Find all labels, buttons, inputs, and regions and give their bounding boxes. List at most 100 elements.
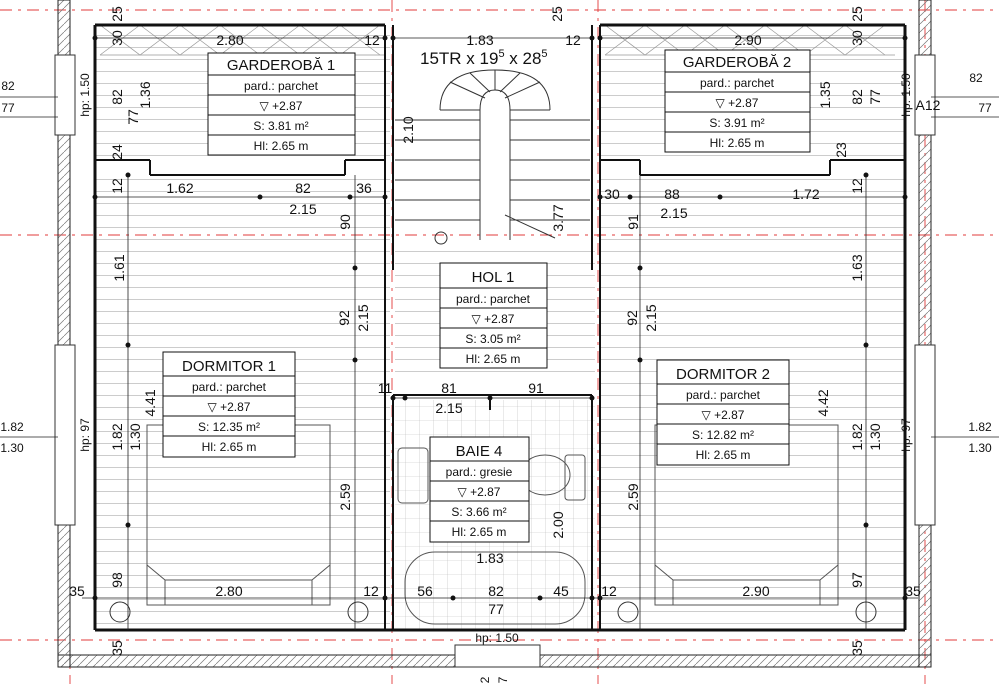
room-level: ▽ +2.87 xyxy=(472,312,515,326)
room-height: Hl: 2.65 m xyxy=(202,440,257,454)
room-floor: pard.: parchet xyxy=(700,76,775,90)
dim-bottom-290: 2.90 xyxy=(742,583,769,599)
room-level: ▽ +2.87 xyxy=(260,99,303,113)
room-name: HOL 1 xyxy=(472,269,515,286)
dim-hol-90: 90 xyxy=(337,214,353,230)
room-level: ▽ +2.87 xyxy=(208,400,251,414)
room-name: BAIE 4 xyxy=(456,443,503,460)
edge-left-82: 82 xyxy=(1,79,15,93)
dim-top-25-left: 25 xyxy=(109,6,125,22)
dim-d2-163: 1.63 xyxy=(849,254,865,281)
vertical-dimension-labels: 25 30 25 25 30 1.36 82 77 1.35 82 77 2.1… xyxy=(78,6,913,683)
dim-g1-136: 1.36 xyxy=(137,81,153,108)
room-garderoba-2: GARDEROBĂ 2 pard.: parchet ▽ +2.87 S: 3.… xyxy=(664,49,811,153)
dim-g2-82: 82 xyxy=(849,89,865,105)
dim-d1-82: 82 xyxy=(295,180,311,196)
dim-d1-36: 36 xyxy=(356,180,372,196)
dim-d2-30: 30 xyxy=(604,186,620,202)
dimension-dots xyxy=(92,35,908,601)
dim-baie-91: 91 xyxy=(528,380,544,396)
dim-g1-gap: 12 xyxy=(364,32,380,48)
room-area: S: 12.35 m² xyxy=(198,420,260,434)
dim-baie-11: 11 xyxy=(378,380,393,396)
dim-bottom-7: 7 xyxy=(496,676,510,683)
bathroom-fixtures xyxy=(397,447,586,625)
room-name: DORMITOR 2 xyxy=(676,366,770,383)
room-height: Hl: 2.65 m xyxy=(696,448,751,462)
dim-g2-77: 77 xyxy=(867,89,883,105)
windows xyxy=(54,54,936,668)
dim-baie-200: 2.00 xyxy=(550,511,566,538)
dim-bottom-82: 82 xyxy=(488,583,504,599)
dim-stair-377: 3.77 xyxy=(550,204,566,231)
dim-stair-210: 2.10 xyxy=(400,116,416,143)
dim-bottom-35-left: 35 xyxy=(69,583,85,599)
dim-hol-215-left: 2.15 xyxy=(355,304,371,331)
dim-top-30-right: 30 xyxy=(849,30,865,46)
edge-right-182: 1.82 xyxy=(968,420,992,434)
dim-top-30-left: 30 xyxy=(109,30,125,46)
dim-d2-442: 4.42 xyxy=(815,389,831,416)
edge-right-77: 77 xyxy=(978,101,992,115)
dim-bottom-45: 45 xyxy=(553,583,569,599)
dim-d1-162: 1.62 xyxy=(166,180,193,196)
dim-d2-215: 2.15 xyxy=(660,205,687,221)
dim-d2-182: 1.82 xyxy=(849,423,865,450)
room-floor: pard.: gresie xyxy=(446,465,513,479)
room-floor: pard.: parchet xyxy=(244,79,319,93)
dim-g1-82: 82 xyxy=(109,89,125,105)
dim-d2-259: 2.59 xyxy=(625,483,641,510)
axis-label-a12: A12 xyxy=(916,97,941,113)
room-area: S: 3.66 m² xyxy=(451,505,506,519)
room-level: ▽ +2.87 xyxy=(702,408,745,422)
interior-walls xyxy=(95,25,905,630)
edge-right-130: 1.30 xyxy=(968,441,992,455)
dim-hol-215-right: 2.15 xyxy=(643,304,659,331)
dim-baie-183: 1.83 xyxy=(476,550,503,566)
room-garderoba-1: GARDEROBĂ 1 pard.: parchet ▽ +2.87 S: 3.… xyxy=(207,52,356,156)
dim-d2-88: 88 xyxy=(664,186,680,202)
room-baie-4: BAIE 4 pard.: gresie ▽ +2.87 S: 3.66 m² … xyxy=(429,436,530,543)
edge-left-182: 1.82 xyxy=(0,420,24,434)
room-height: Hl: 2.65 m xyxy=(254,139,309,153)
dim-bottom-56: 56 xyxy=(417,583,433,599)
dim-g1-77: 77 xyxy=(125,109,141,125)
dim-hol-92-left: 92 xyxy=(336,310,352,326)
room-level: ▽ +2.87 xyxy=(716,96,759,110)
staircase xyxy=(395,69,590,245)
dim-bottom-77: 77 xyxy=(488,601,504,617)
dim-left-12: 12 xyxy=(109,178,125,194)
dim-stair-gap: 12 xyxy=(565,32,581,48)
dim-left-24: 24 xyxy=(109,144,125,160)
dim-hol-92-right: 92 xyxy=(624,310,640,326)
room-height: Hl: 2.65 m xyxy=(710,136,765,150)
dim-d2-130: 1.30 xyxy=(867,423,883,450)
dim-bottom-35-low: 35 xyxy=(109,640,125,656)
room-name: GARDEROBĂ 2 xyxy=(683,54,791,71)
window-hp-right-bottom: hp: 97 xyxy=(899,418,913,452)
room-hol-1: HOL 1 pard.: parchet ▽ +2.87 S: 3.05 m² … xyxy=(439,262,548,369)
dim-bottom-97: 97 xyxy=(849,572,865,588)
room-dormitor-2: DORMITOR 2 pard.: parchet ▽ +2.87 S: 12.… xyxy=(656,359,790,466)
dim-d1-130: 1.30 xyxy=(127,423,143,450)
room-area: S: 12.82 m² xyxy=(692,428,754,442)
dim-d1-182: 1.82 xyxy=(109,423,125,450)
dim-bottom-12-right: 12 xyxy=(601,583,617,599)
dim-g2-width: 2.90 xyxy=(734,32,761,48)
dim-bottom-280: 2.80 xyxy=(215,583,242,599)
dimension-labels: 2.80 12 1.83 12 2.90 1.62 82 36 2.15 30 … xyxy=(0,32,992,645)
room-floor: pard.: parchet xyxy=(456,292,531,306)
dim-bottom-98: 98 xyxy=(109,572,125,588)
edge-left-130: 1.30 xyxy=(0,441,24,455)
window-hp-right-top: hp: 1.50 xyxy=(899,73,913,117)
dim-d1-259: 2.59 xyxy=(337,483,353,510)
dim-bottom-35-low-right: 35 xyxy=(849,640,865,656)
room-area: S: 3.81 m² xyxy=(253,119,308,133)
room-dormitor-1: DORMITOR 1 pard.: parchet ▽ +2.87 S: 12.… xyxy=(162,351,296,458)
room-area: S: 3.05 m² xyxy=(465,332,520,346)
room-level: ▽ +2.87 xyxy=(458,485,501,499)
edge-right-82: 82 xyxy=(969,71,983,85)
dim-baie-81: 81 xyxy=(441,380,457,396)
stairs-label: 15TR x 195 x 285 xyxy=(420,48,548,68)
dim-g1-width: 2.80 xyxy=(216,32,243,48)
